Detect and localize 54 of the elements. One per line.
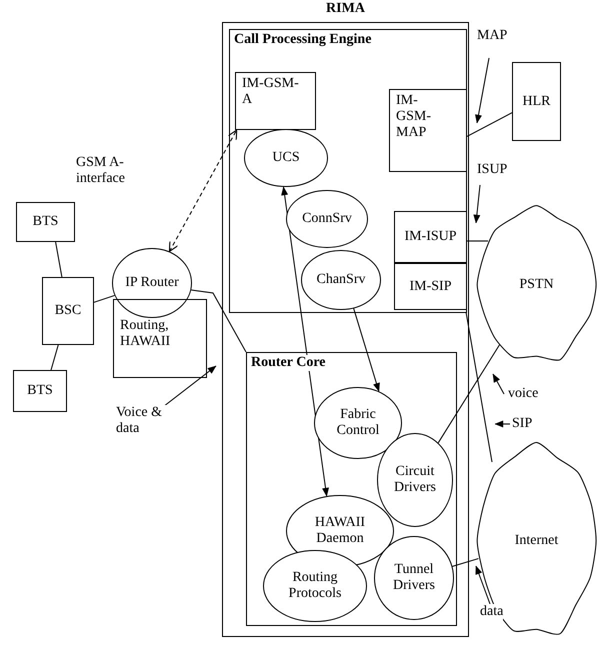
system-frame xyxy=(246,352,457,626)
connector-line xyxy=(94,294,116,303)
component-box xyxy=(394,211,467,263)
connector-line xyxy=(466,240,489,242)
process-ellipse xyxy=(314,387,402,459)
connector-line xyxy=(190,290,246,352)
component-box xyxy=(389,89,467,172)
connector-line xyxy=(55,242,62,278)
annotation-label: data xyxy=(480,604,504,620)
node-label: IM-SIP xyxy=(408,278,452,295)
process-ellipse xyxy=(377,433,453,527)
node-label: HAWAII Daemon xyxy=(314,514,366,548)
connector-line xyxy=(452,558,479,567)
node-label: IM-GSM-MAP xyxy=(396,93,432,142)
node-label: Routing Protocols xyxy=(288,570,342,602)
node-label: Circuit Drivers xyxy=(393,464,437,496)
component-box xyxy=(512,62,561,141)
node-label: IP Router xyxy=(124,274,180,292)
connector-line xyxy=(466,112,512,137)
connector-line xyxy=(466,312,492,462)
node-label: Internet xyxy=(514,532,560,550)
process-ellipse xyxy=(112,248,192,318)
node-label: BTS xyxy=(26,382,54,400)
process-ellipse xyxy=(263,550,367,622)
frame-title: RIMA xyxy=(325,1,366,18)
process-ellipse xyxy=(244,129,328,187)
node-label: BTS xyxy=(32,214,60,230)
node-label: BSC xyxy=(54,302,82,320)
node-label: Routing, HAWAII xyxy=(120,318,172,350)
system-frame xyxy=(229,29,467,313)
node-label: IM-ISUP xyxy=(403,228,458,246)
component-box xyxy=(394,263,467,310)
process-ellipse xyxy=(286,190,368,248)
connector-line xyxy=(50,344,59,370)
node-label: PSTN xyxy=(518,276,555,294)
component-box xyxy=(113,299,207,378)
component-box xyxy=(16,202,75,242)
component-box xyxy=(13,370,67,412)
node-label: UCS xyxy=(271,150,301,166)
process-ellipse xyxy=(374,536,454,620)
component-box xyxy=(42,277,94,345)
component-box xyxy=(235,72,316,130)
frame-title: Router Core xyxy=(251,355,326,372)
arrow xyxy=(353,308,380,392)
connector-line xyxy=(438,344,500,444)
node-label: IM-GSM-A xyxy=(242,76,300,108)
process-ellipse xyxy=(301,250,381,310)
node-label: HLR xyxy=(522,93,552,110)
node-label: Tunnel Drivers xyxy=(392,562,436,594)
node-label: ChanSrv xyxy=(316,272,366,288)
node-label: ConnSrv xyxy=(301,210,353,228)
arrow xyxy=(168,129,238,252)
node-label: Fabric Control xyxy=(336,406,380,440)
frame-title: Call Processing Engine xyxy=(234,32,372,48)
